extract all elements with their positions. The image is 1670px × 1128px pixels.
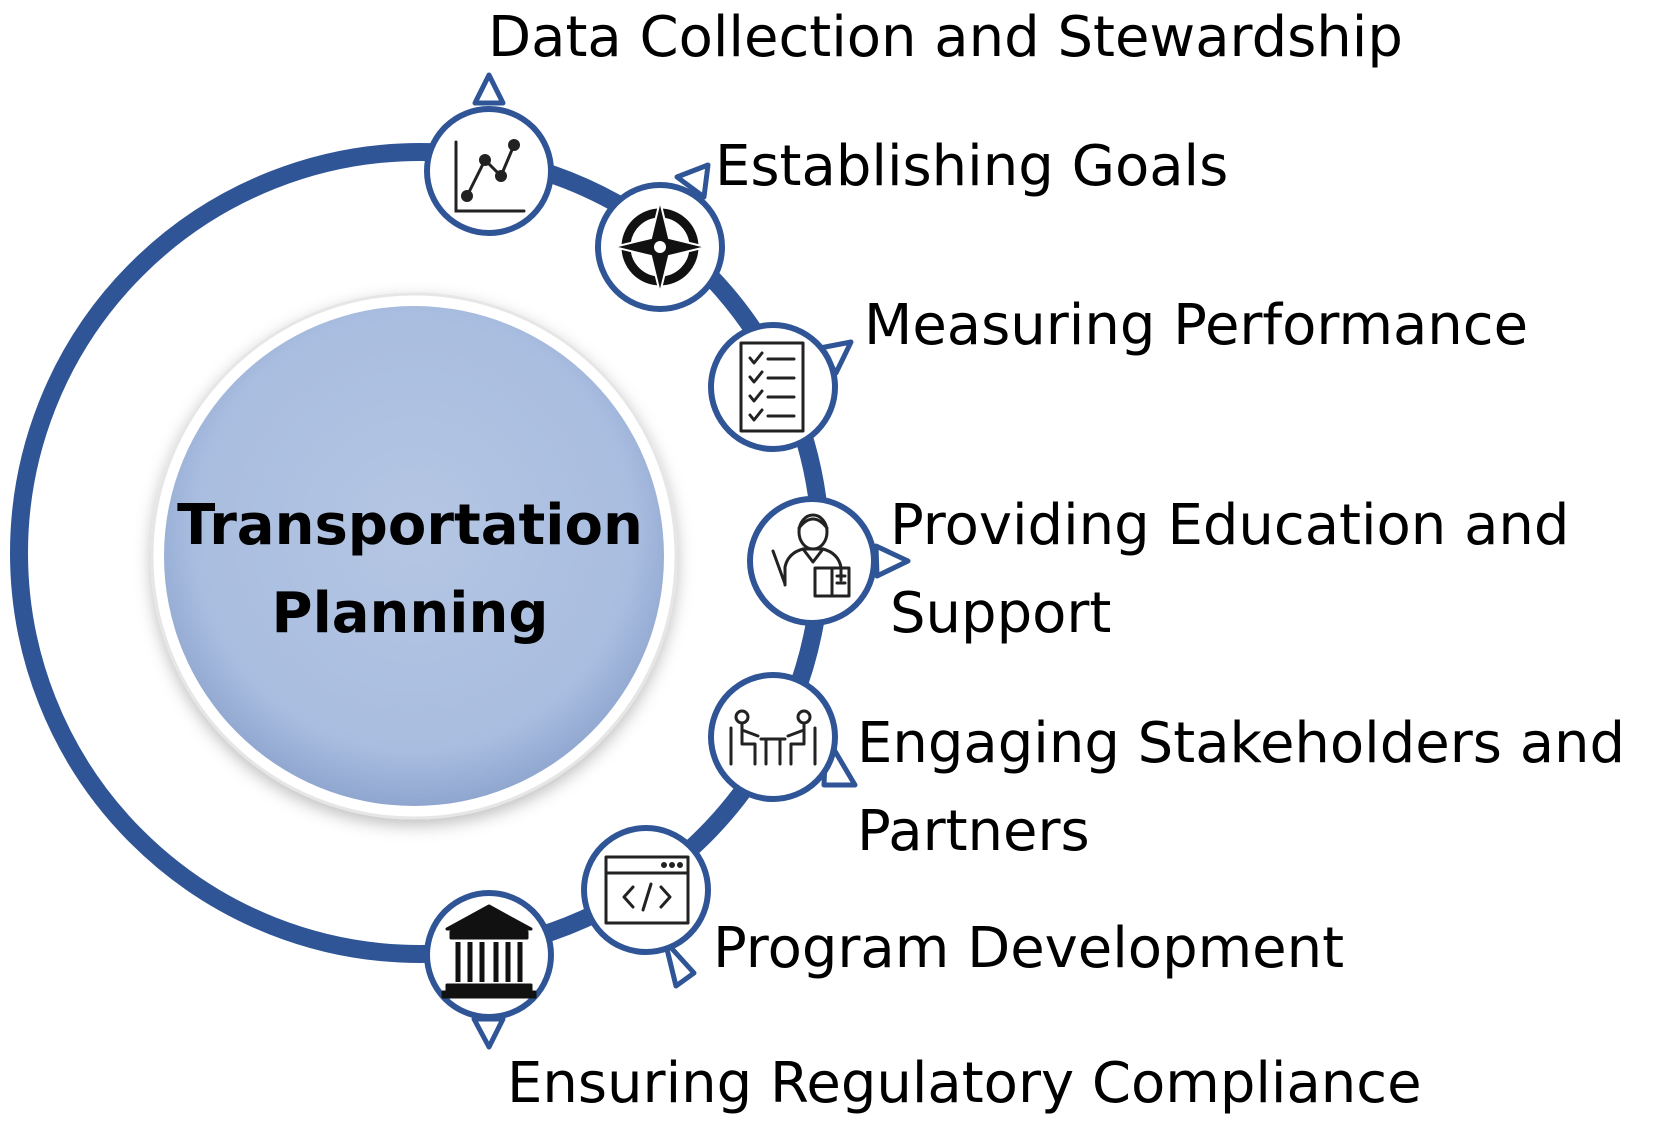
pointer-data-collection	[472, 72, 506, 106]
compass-icon	[613, 200, 707, 294]
label-program-development: Program Development	[713, 916, 1345, 981]
pointer-establishing-goals	[674, 162, 711, 200]
icon-circle-program-development	[581, 825, 711, 955]
checklist-icon	[739, 341, 805, 433]
label-data-collection: Data Collection and Stewardship	[488, 5, 1403, 70]
government-building-icon	[441, 904, 537, 999]
center-title-line1: Transportation	[177, 493, 643, 558]
label-stakeholders-line1: Engaging Stakeholders and	[857, 711, 1626, 776]
line-chart-icon	[454, 139, 526, 213]
label-measuring-performance: Measuring Performance	[864, 293, 1529, 358]
center-title-line2: Planning	[271, 581, 549, 646]
meeting-icon	[729, 709, 817, 766]
pointer-program-development	[662, 938, 697, 989]
icon-circle-data-collection	[424, 106, 554, 236]
pointer-regulatory-compliance	[471, 1016, 506, 1050]
code-window-icon	[604, 855, 690, 925]
icon-circle-stakeholders	[708, 672, 838, 802]
label-stakeholders-line2: Partners	[857, 799, 1090, 864]
label-education-line2: Support	[890, 581, 1112, 646]
label-establishing-goals: Establishing Goals	[715, 134, 1229, 199]
teacher-icon	[771, 513, 851, 598]
label-education-line1: Providing Education and	[890, 493, 1570, 558]
center-circle	[150, 292, 678, 820]
label-regulatory-compliance: Ensuring Regulatory Compliance	[507, 1051, 1422, 1116]
